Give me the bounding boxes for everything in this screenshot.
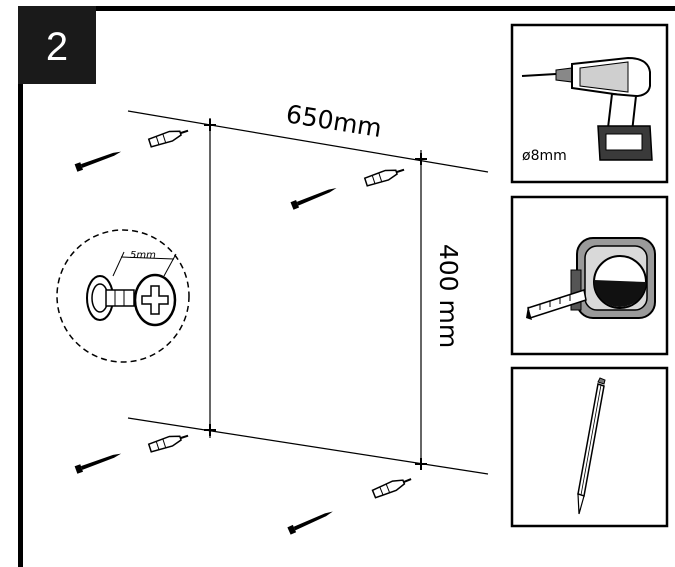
- height-dimension-label: 400 mm: [434, 244, 463, 348]
- step-number: 2: [46, 25, 68, 69]
- tape-measure-icon: [526, 237, 656, 320]
- screw-top-right: [290, 188, 337, 210]
- wall-plug-bottom-right: [371, 478, 412, 499]
- wall-plug-top-left: [147, 129, 189, 148]
- drill-bit-size-label: ø8mm: [522, 148, 567, 164]
- drill-icon: [521, 56, 653, 161]
- tool-tape-measure-panel: [510, 195, 669, 356]
- gap-dimension-label: 5mm: [130, 250, 156, 261]
- drill-point-top-right: [415, 153, 427, 165]
- tool-pencil-panel: [510, 366, 669, 528]
- drill-point-top-left: [204, 119, 216, 131]
- drill-point-bottom-left: [204, 424, 216, 436]
- width-dimension-label: 650mm: [284, 99, 384, 143]
- screw-gap-detail: 5mm: [56, 229, 190, 363]
- step-badge: 2: [18, 6, 96, 84]
- drill-point-bottom-right: [415, 458, 427, 470]
- bottom-reference-line: [127, 417, 489, 475]
- tool-drill-panel: ø8mm: [510, 23, 669, 184]
- screw-bottom-left: [74, 453, 122, 474]
- wall-layout: [127, 110, 489, 475]
- pencil-icon: [577, 377, 606, 515]
- top-reference-line: [127, 110, 489, 173]
- frame: [18, 6, 675, 567]
- screw-top-left: [74, 151, 122, 172]
- drill-point-markers: [204, 119, 427, 470]
- wall-plug-bottom-left: [147, 434, 189, 453]
- screw-bottom-right: [287, 511, 333, 535]
- wall-plug-top-right: [363, 168, 405, 187]
